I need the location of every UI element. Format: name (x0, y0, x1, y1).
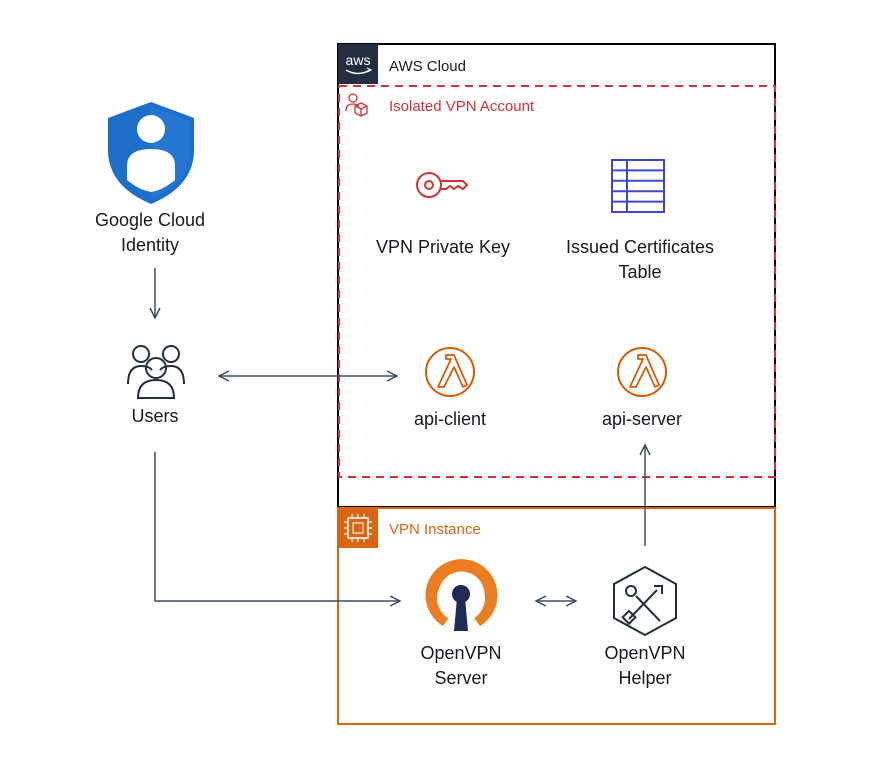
users-label: Users (131, 406, 179, 426)
issued-certificates-table-label: Issued Certificates Table (565, 237, 715, 282)
aws-logo-icon: aws (338, 44, 378, 84)
edge-users-to-openvpn-server (154, 452, 400, 601)
key-icon (416, 172, 469, 198)
openvpn-icon (425, 559, 498, 631)
api-server-label: api-server (601, 409, 683, 429)
tools-icon (613, 565, 677, 637)
isolated-vpn-account-group (338, 85, 776, 478)
vpn-instance-group (337, 507, 776, 725)
account-icon (345, 93, 368, 117)
shield-user-icon (108, 102, 194, 204)
lambda-icon (617, 347, 667, 397)
vpn-instance-label: VPN Instance (389, 521, 481, 538)
ec2-instance-icon (338, 508, 378, 548)
openvpn-helper-label: OpenVPN Helper (604, 643, 686, 688)
aws-logo-text: aws (346, 52, 371, 68)
google-cloud-identity-label: Google Cloud Identity (94, 210, 206, 255)
users-icon (127, 345, 185, 399)
api-client-label: api-client (413, 409, 487, 429)
vpn-private-key-label: VPN Private Key (375, 237, 511, 257)
isolated-vpn-account-label: Isolated VPN Account (389, 98, 535, 115)
aws-cloud-label: AWS Cloud (389, 58, 466, 75)
table-icon (611, 159, 665, 213)
lambda-icon (425, 347, 475, 397)
connectors (155, 268, 645, 601)
openvpn-server-label: OpenVPN Server (420, 643, 502, 688)
